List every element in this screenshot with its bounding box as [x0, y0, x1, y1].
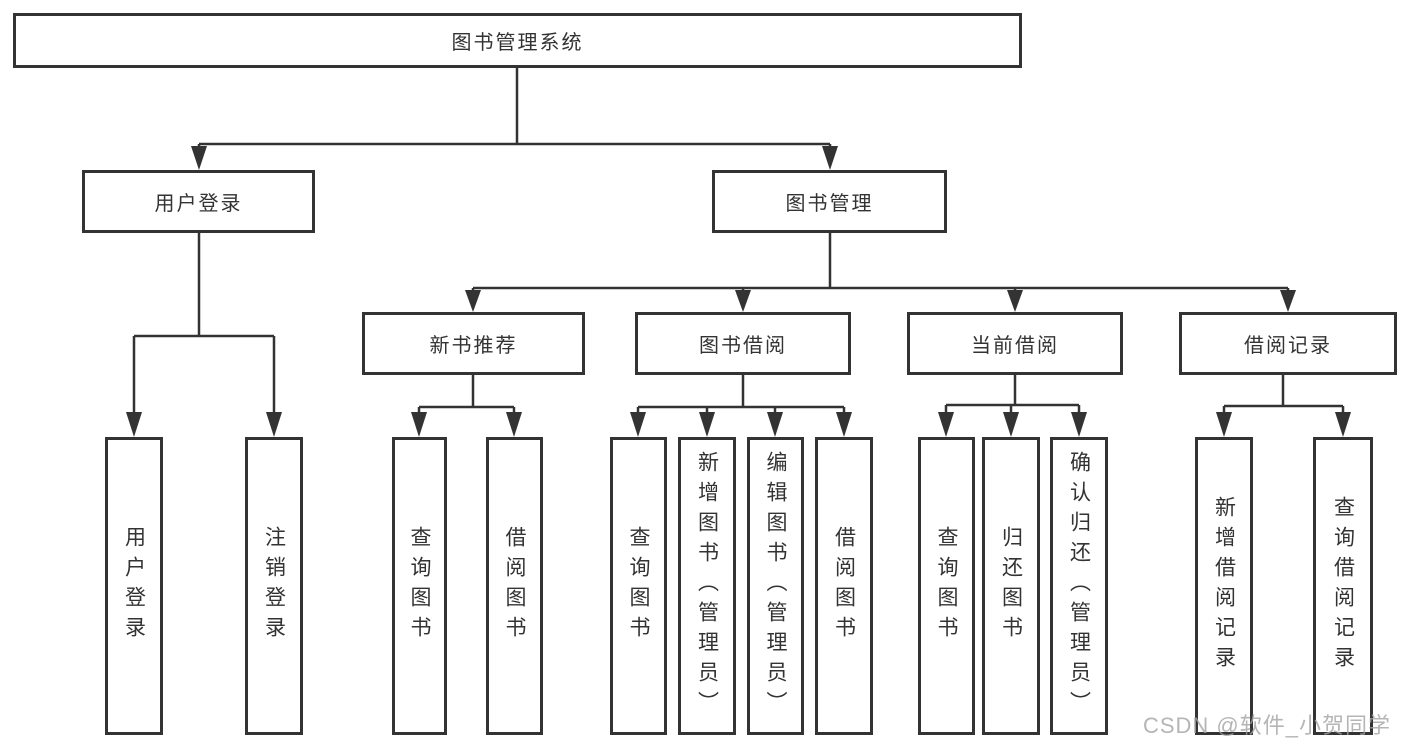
watermark: CSDN @软件_小贺同学	[1142, 713, 1391, 738]
node-new-book-recommend: 新书推荐	[362, 312, 585, 375]
leaf-logout: 注销登录	[245, 437, 303, 735]
node-root: 图书管理系统	[13, 13, 1022, 68]
leaf-query-books-recommend: 查询图书	[392, 437, 447, 735]
node-new-book-recommend-label: 新书推荐	[429, 335, 518, 357]
node-current-borrow: 当前借阅	[907, 312, 1123, 375]
node-book-borrow: 图书借阅	[635, 312, 851, 375]
leaf-edit-book-admin: 编辑图书（管理员）	[747, 437, 804, 735]
node-user-login-branch-label: 用户登录	[154, 193, 243, 215]
leaf-borrow-books-label: 借阅图书	[832, 526, 856, 646]
node-user-login-branch: 用户登录	[82, 170, 315, 233]
leaf-query-books-current: 查询图书	[918, 437, 975, 735]
node-current-borrow-label: 当前借阅	[971, 335, 1059, 357]
leaf-add-borrow-record-label: 新增借阅记录	[1212, 496, 1236, 676]
leaf-query-books-borrow-label: 查询图书	[627, 526, 650, 646]
node-book-management-label: 图书管理	[785, 193, 874, 215]
leaf-edit-book-admin-label: 编辑图书（管理员）	[764, 451, 787, 721]
leaf-user-login: 用户登录	[105, 437, 163, 735]
node-borrow-records: 借阅记录	[1179, 312, 1397, 375]
leaf-query-books-current-label: 查询图书	[935, 526, 958, 646]
node-root-label: 图书管理系统	[451, 32, 584, 54]
leaf-add-borrow-record: 新增借阅记录	[1195, 437, 1253, 735]
leaf-return-book-label: 归还图书	[999, 526, 1023, 646]
node-borrow-records-label: 借阅记录	[1244, 335, 1332, 357]
node-book-borrow-label: 图书借阅	[699, 335, 787, 357]
node-book-management: 图书管理	[712, 170, 947, 233]
leaf-confirm-return-admin: 确认归还（管理员）	[1050, 437, 1108, 735]
leaf-confirm-return-admin-label: 确认归还（管理员）	[1067, 451, 1091, 721]
leaf-borrow-books-recommend-label: 借阅图书	[503, 526, 526, 646]
leaf-query-borrow-record-label: 查询借阅记录	[1331, 496, 1355, 676]
leaf-query-books-recommend-label: 查询图书	[408, 526, 431, 646]
leaf-borrow-books: 借阅图书	[815, 437, 873, 735]
arrowheads	[126, 146, 1351, 437]
leaf-logout-label: 注销登录	[262, 526, 286, 646]
leaf-borrow-books-recommend: 借阅图书	[486, 437, 543, 735]
leaf-query-books-borrow: 查询图书	[610, 437, 667, 735]
leaf-add-book-admin-label: 新增图书（管理员）	[695, 451, 719, 721]
leaf-return-book: 归还图书	[982, 437, 1040, 735]
leaf-add-book-admin: 新增图书（管理员）	[678, 437, 736, 735]
leaf-user-login-label: 用户登录	[122, 526, 146, 646]
leaf-query-borrow-record: 查询借阅记录	[1313, 437, 1373, 735]
